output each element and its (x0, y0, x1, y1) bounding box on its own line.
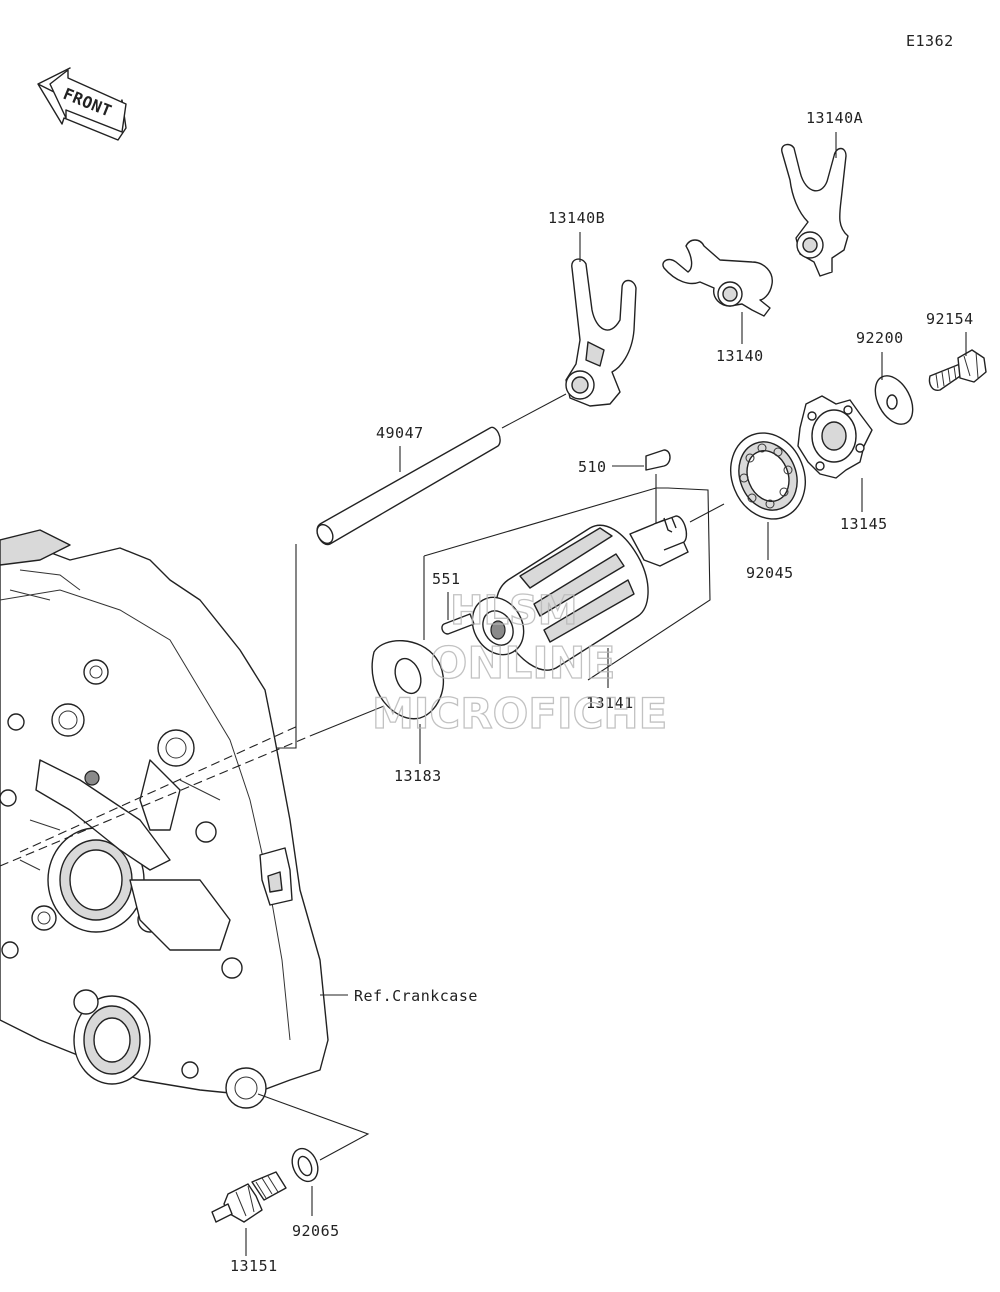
part-13140a-shift-fork[interactable] (781, 143, 849, 277)
label-92065: 92065 (292, 1222, 340, 1240)
svg-text:MICROFICHE: MICROFICHE (372, 689, 667, 738)
label-13140b: 13140B (548, 209, 605, 227)
part-92045-bearing[interactable] (718, 422, 818, 531)
front-arrow-icon: FRONT (37, 67, 127, 141)
label-510: 510 (578, 458, 607, 476)
part-92154-bolt[interactable] (928, 349, 987, 391)
part-92065-gasket[interactable] (288, 1145, 323, 1186)
part-49047-shift-rod[interactable] (314, 426, 501, 546)
label-13183: 13183 (394, 767, 442, 785)
part-551-dowel[interactable] (441, 613, 475, 635)
part-92200-washer[interactable] (868, 370, 921, 431)
ref-crankcase-label: Ref.Crankcase (354, 987, 478, 1005)
label-13151: 13151 (230, 1257, 278, 1275)
label-13141: 13141 (586, 694, 634, 712)
watermark: HLSM ONLINE MICROFICHE (371, 587, 668, 738)
label-92200: 92200 (856, 329, 904, 347)
part-13183-washer[interactable] (371, 640, 445, 720)
label-92045: 92045 (746, 564, 794, 582)
crankcase (0, 529, 329, 1109)
part-13145-shift-cam[interactable] (797, 395, 873, 479)
svg-text:HLSM: HLSM (450, 588, 578, 634)
part-13141-shift-drum[interactable] (462, 515, 689, 671)
label-92154: 92154 (926, 310, 974, 328)
diagram-code: E1362 (906, 32, 954, 50)
part-13151-neutral-switch[interactable] (211, 1171, 287, 1223)
part-13140b-shift-fork[interactable] (565, 258, 637, 407)
label-13145: 13145 (840, 515, 888, 533)
label-49047: 49047 (376, 424, 424, 442)
svg-text:ONLINE: ONLINE (430, 638, 616, 689)
label-13140: 13140 (716, 347, 764, 365)
part-13140-shift-fork[interactable] (662, 239, 773, 317)
part-510-pin[interactable] (645, 449, 671, 471)
label-13140a: 13140A (806, 109, 863, 127)
label-551: 551 (432, 570, 461, 588)
